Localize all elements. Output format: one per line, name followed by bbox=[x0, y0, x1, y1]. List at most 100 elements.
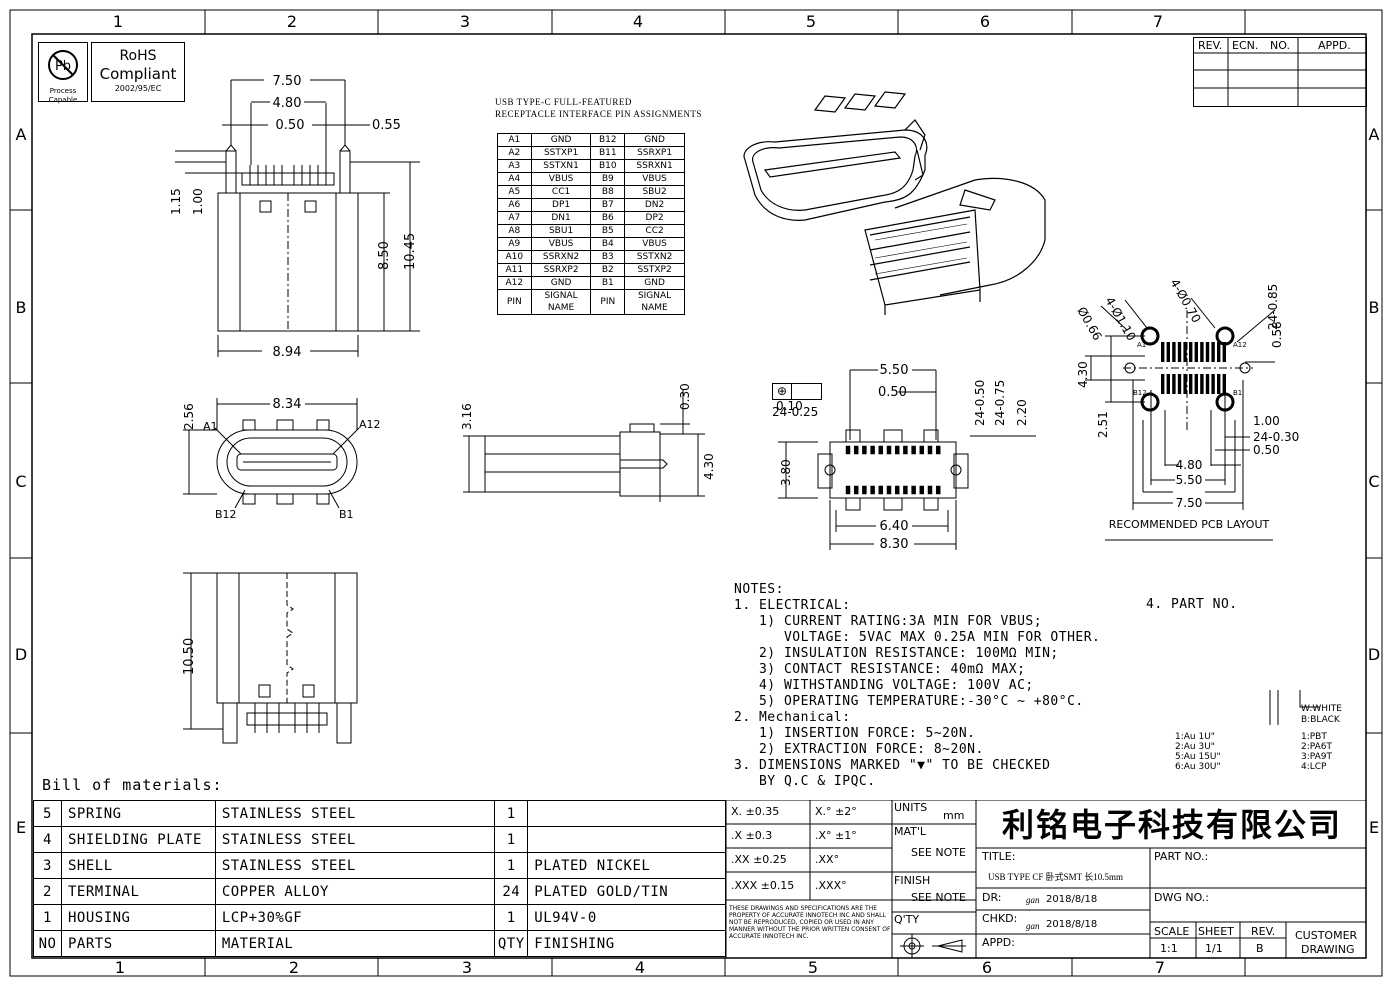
pin-table-title-1: USB TYPE-C FULL-FEATURED bbox=[495, 97, 632, 107]
pin-cell: B12 bbox=[590, 133, 626, 147]
pin-cell: B11 bbox=[590, 146, 626, 160]
sheet-label: SHEET bbox=[1198, 925, 1234, 938]
appd-label: APPD: bbox=[982, 936, 1015, 949]
dim-24-0-75: 24-0.75 bbox=[993, 380, 1007, 426]
pcb-7-50: 7.50 bbox=[1176, 496, 1203, 510]
note-line: VOLTAGE: 5VAC MAX 0.25A MIN FOR OTHER. bbox=[734, 630, 1101, 645]
zone-row-a-right: A bbox=[1368, 125, 1380, 144]
note-line: 2) INSULATION RESISTANCE: 100MΩ MIN; bbox=[734, 646, 1059, 661]
dim-3-16: 3.16 bbox=[460, 403, 474, 430]
pcb-4-30: 4.30 bbox=[1076, 361, 1090, 388]
pin-cell: DN2 bbox=[624, 198, 685, 212]
smt-pad bbox=[886, 485, 892, 495]
bom-cell: 24 bbox=[494, 878, 529, 905]
dim-8-50: 8.50 bbox=[377, 241, 392, 270]
smt-pad bbox=[845, 485, 851, 495]
pin-b12-label: B12 bbox=[215, 508, 237, 521]
pcb-pad bbox=[1222, 342, 1226, 362]
dr-date: 2018/8/18 bbox=[1046, 894, 1098, 905]
bom-cell: 1 bbox=[494, 904, 529, 931]
plating-codes: 1:Au 1U" 2:Au 3U" 5:Au 15U" 6:Au 30U" bbox=[1175, 732, 1221, 772]
pin-cell: A10 bbox=[497, 250, 532, 264]
bom-cell: SHELL bbox=[60, 852, 216, 879]
pcb-pad bbox=[1205, 342, 1210, 362]
smt-pad bbox=[862, 485, 867, 495]
zone-row-c-right: C bbox=[1368, 472, 1380, 491]
zone-col-2-bottom: 2 bbox=[288, 958, 300, 977]
zone-col-7-bottom: 7 bbox=[1154, 958, 1166, 977]
rohs-directive: 2002/95/EC bbox=[114, 84, 162, 93]
bom-cell: STAINLESS STEEL bbox=[214, 852, 496, 879]
plating-4: 6:Au 30U" bbox=[1175, 762, 1221, 772]
dim-24-0-50: 24-0.50 bbox=[973, 380, 987, 426]
zone-row-d: D bbox=[14, 645, 28, 664]
dr-signature: gan bbox=[1026, 895, 1040, 905]
material-2: 2:PA6T bbox=[1301, 742, 1332, 752]
smt-pad bbox=[894, 445, 900, 455]
rev-value: B bbox=[1256, 942, 1264, 955]
pin-cell: A11 bbox=[497, 263, 532, 277]
top-view-drawing: 7.50 4.80 0.50 0.55 1.15 1.00 8.50 10.45… bbox=[169, 74, 420, 360]
title-label: TITLE: bbox=[982, 850, 1016, 863]
bom-cell: 1 bbox=[494, 852, 529, 879]
smt-pad bbox=[870, 445, 875, 455]
pcb-pad bbox=[1217, 374, 1221, 394]
pin-cell: B5 bbox=[590, 224, 626, 238]
tolerance-value: 0.10 bbox=[776, 399, 803, 413]
zone-col-1-bottom: 1 bbox=[114, 958, 126, 977]
pcb-pad bbox=[1194, 374, 1198, 394]
dim-0-50: 0.50 bbox=[276, 118, 305, 133]
note-line: NOTES: bbox=[734, 582, 784, 597]
pin-cell: DP2 bbox=[624, 211, 685, 225]
bom-cell: HOUSING bbox=[60, 904, 216, 931]
zone-row-e-right: E bbox=[1368, 818, 1380, 837]
front-view-drawing: 8.34 2.56 A1 A12 B12 B1 bbox=[182, 397, 381, 521]
zone-col-6-bottom: 6 bbox=[981, 958, 993, 977]
note-line: 2. Mechanical: bbox=[734, 710, 851, 725]
title-block-grid bbox=[726, 800, 1366, 958]
pcb-5-50: 5.50 bbox=[1176, 473, 1203, 487]
zone-col-4-bottom: 4 bbox=[634, 958, 646, 977]
bom-cell: 4 bbox=[33, 826, 62, 853]
smt-pad bbox=[911, 445, 916, 455]
pin-cell: GND bbox=[624, 133, 685, 147]
zone-row-d-right: D bbox=[1367, 645, 1381, 664]
position-tolerance-frame: ⊕0.10 bbox=[772, 383, 822, 413]
bom-cell: FINISHING bbox=[527, 930, 726, 957]
pin-cell: A7 bbox=[497, 211, 532, 225]
bom-cell: 1 bbox=[33, 904, 62, 931]
process-label: Process bbox=[49, 87, 77, 95]
pcb-4-80: 4.80 bbox=[1176, 458, 1203, 472]
plating-1: 1:Au 1U" bbox=[1175, 732, 1215, 742]
pin-cell: B9 bbox=[590, 172, 626, 186]
dim-1-00: 1.00 bbox=[191, 188, 205, 215]
tol-x: X. ±0.35 bbox=[731, 805, 780, 818]
zone-row-b: B bbox=[15, 298, 27, 317]
pcb-pad bbox=[1166, 374, 1170, 394]
smt-pad bbox=[911, 485, 916, 495]
pcb-pad bbox=[1177, 374, 1182, 394]
pin-cell: B1 bbox=[590, 276, 626, 290]
pin-a12-label: A12 bbox=[359, 418, 381, 431]
pin-cell: SSTXN1 bbox=[530, 159, 592, 173]
bom-cell bbox=[527, 800, 726, 827]
pcb-pad bbox=[1172, 374, 1176, 394]
pcb-pad bbox=[1217, 342, 1221, 362]
smt-pad bbox=[903, 485, 908, 495]
disclaimer-text: THESE DRAWINGS AND SPECIFICATIONS ARE TH… bbox=[729, 905, 891, 940]
material-4: 4:LCP bbox=[1301, 762, 1327, 772]
bom-cell: 2 bbox=[33, 878, 62, 905]
pcb-hole-0-66: Ø0.66 bbox=[1074, 305, 1104, 343]
pin-table-title-2: RECEPTACLE INTERFACE PIN ASSIGNMENTS bbox=[495, 109, 702, 119]
note-line: 1. ELECTRICAL: bbox=[734, 598, 851, 613]
pcb-0-50: 0.50 bbox=[1253, 443, 1280, 457]
bom-cell: NO bbox=[33, 930, 62, 957]
pin-b1-label: B1 bbox=[339, 508, 354, 521]
bom-cell: SHIELDING PLATE bbox=[60, 826, 216, 853]
pin-cell: SBU2 bbox=[624, 185, 685, 199]
